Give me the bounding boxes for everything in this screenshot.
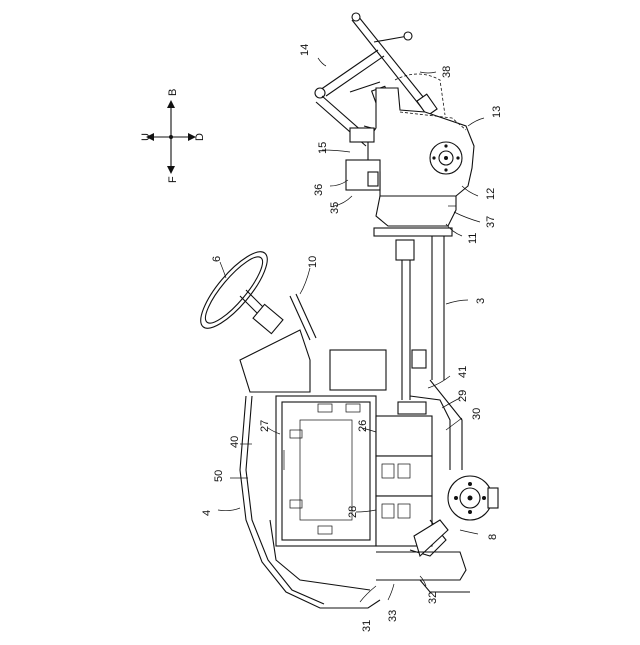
ref-35: 35 — [329, 202, 341, 214]
engine-block — [276, 396, 376, 546]
ref-32: 32 — [427, 592, 439, 604]
ref-40: 40 — [229, 436, 241, 448]
ref-10: 10 — [307, 256, 319, 268]
compass-down-label: F — [167, 176, 179, 183]
ref-11: 11 — [467, 233, 479, 244]
ref-14: 14 — [299, 44, 311, 56]
compass-right-label: D — [194, 133, 206, 141]
steering-assembly — [191, 243, 386, 392]
ref-4: 4 — [201, 510, 213, 516]
ref-28: 28 — [347, 506, 359, 518]
ref-37: 37 — [485, 216, 497, 228]
ref-3: 3 — [475, 298, 487, 304]
direction-compass: B F U D — [140, 89, 206, 183]
ref-33: 33 — [387, 610, 399, 622]
ref-30: 30 — [471, 408, 483, 420]
ref-27: 27 — [259, 420, 271, 432]
compass-left-label: U — [140, 133, 152, 141]
ref-15: 15 — [317, 142, 329, 154]
ref-31: 31 — [361, 620, 373, 632]
ref-36: 36 — [313, 184, 325, 196]
ref-29: 29 — [457, 390, 469, 402]
ref-13: 13 — [491, 106, 503, 118]
ref-50: 50 — [213, 470, 225, 482]
ref-38: 38 — [441, 66, 453, 78]
frame-and-shaft — [396, 236, 444, 400]
compass-up-label: B — [167, 89, 179, 96]
ref-6: 6 — [211, 256, 223, 262]
ref-12: 12 — [485, 188, 497, 200]
transmission-case — [346, 88, 474, 236]
ref-8: 8 — [487, 534, 499, 540]
ref-26: 26 — [357, 420, 369, 432]
ref-41: 41 — [457, 366, 469, 378]
